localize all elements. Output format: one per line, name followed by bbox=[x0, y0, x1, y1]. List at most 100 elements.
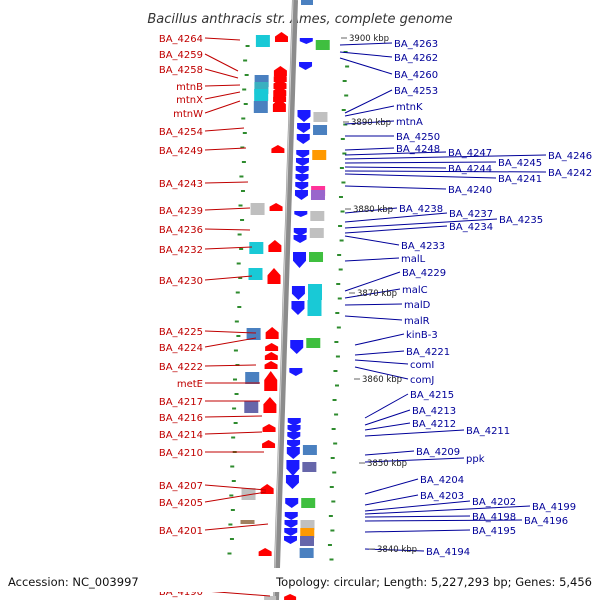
gene-label-right[interactable]: BA_4221 bbox=[406, 347, 450, 358]
connector-line-right bbox=[364, 515, 471, 518]
gene-label-left[interactable]: mtnX bbox=[176, 95, 203, 106]
reverse-gene-arrow bbox=[295, 166, 309, 174]
gene-label-right[interactable]: BA_4242 bbox=[548, 168, 592, 179]
gene-label-left[interactable]: mtnW bbox=[173, 109, 203, 120]
forward-gene-arrow bbox=[265, 343, 279, 351]
gene-label-left[interactable]: BA_4222 bbox=[159, 362, 203, 373]
gene-label-left[interactable]: metE bbox=[177, 379, 203, 390]
connector-line-right bbox=[364, 478, 419, 495]
connector-line-right bbox=[344, 207, 398, 214]
gene-label-right[interactable]: BA_4209 bbox=[416, 447, 460, 458]
gene-label-right[interactable]: BA_4262 bbox=[394, 53, 438, 64]
gene-label-right[interactable]: BA_4253 bbox=[394, 86, 438, 97]
gene-label-left[interactable]: BA_4232 bbox=[159, 245, 203, 256]
gene-label-right[interactable]: BA_4234 bbox=[449, 222, 493, 233]
gene-label-right[interactable]: BA_4203 bbox=[420, 491, 464, 502]
gene-label-right[interactable]: BA_4260 bbox=[394, 70, 438, 81]
gene-label-right[interactable]: malR bbox=[404, 316, 430, 327]
forward-gene-arrow bbox=[272, 98, 286, 112]
reverse-gene-arrow bbox=[297, 110, 311, 122]
gene-label-right[interactable]: BA_4233 bbox=[401, 241, 445, 252]
footer-background bbox=[0, 568, 600, 592]
gene-label-left[interactable]: BA_4243 bbox=[159, 179, 203, 190]
connector-line-right bbox=[364, 457, 465, 463]
gene-label-right[interactable]: BA_4196 bbox=[524, 516, 568, 527]
gene-label-right[interactable]: BA_4263 bbox=[394, 39, 438, 50]
gene-label-left[interactable]: mtnB bbox=[176, 82, 203, 93]
tick-mark-left bbox=[237, 306, 242, 308]
gene-label-right[interactable]: BA_4250 bbox=[396, 132, 440, 143]
connector-line-left bbox=[204, 91, 241, 100]
gene-label-left[interactable]: BA_4210 bbox=[159, 448, 203, 459]
gene-label-right[interactable]: BA_4245 bbox=[498, 158, 542, 169]
tick-mark-left bbox=[230, 509, 235, 511]
gene-label-left[interactable]: BA_4207 bbox=[159, 481, 203, 492]
gene-label-right[interactable]: BA_4235 bbox=[499, 215, 543, 226]
gene-label-left[interactable]: BA_4225 bbox=[159, 327, 203, 338]
gene-label-left[interactable]: BA_4249 bbox=[159, 146, 203, 157]
gene-label-right[interactable]: malL bbox=[401, 254, 426, 265]
gene-label-right[interactable]: BA_4195 bbox=[472, 526, 516, 537]
gene-label-left[interactable]: BA_4214 bbox=[159, 430, 203, 441]
gene-box-right bbox=[309, 252, 324, 262]
gene-label-right[interactable]: BA_4247 bbox=[448, 148, 492, 159]
gene-label-left[interactable]: BA_4190 bbox=[159, 587, 203, 598]
gene-label-right[interactable]: malC bbox=[402, 285, 428, 296]
tick-mark-right bbox=[344, 94, 349, 97]
gene-label-left[interactable]: BA_4224 bbox=[159, 343, 203, 354]
gene-label-right[interactable]: BA_4212 bbox=[412, 419, 456, 430]
forward-gene-arrow bbox=[271, 145, 285, 153]
gene-label-left[interactable]: BA_4264 bbox=[159, 34, 203, 45]
gene-label-left[interactable]: BA_4217 bbox=[159, 397, 203, 408]
gene-label-right[interactable]: comJ bbox=[410, 375, 434, 386]
gene-label-right[interactable]: BA_4213 bbox=[412, 406, 456, 417]
gene-label-left[interactable]: BA_4258 bbox=[159, 65, 203, 76]
gene-label-right[interactable]: mtnA bbox=[396, 117, 423, 128]
connector-line-right bbox=[344, 185, 447, 190]
gene-label-right[interactable]: BA_4244 bbox=[448, 164, 492, 175]
gene-label-right[interactable]: BA_4241 bbox=[498, 174, 542, 185]
gene-label-right[interactable]: mtnK bbox=[396, 102, 423, 113]
tick-mark-right bbox=[336, 326, 341, 329]
gene-label-left[interactable]: BA_4236 bbox=[159, 225, 203, 236]
gene-label-right[interactable]: BA_4199 bbox=[532, 502, 576, 513]
gene-label-right[interactable]: BA_4237 bbox=[449, 209, 493, 220]
gene-label-right[interactable]: BA_4215 bbox=[410, 390, 454, 401]
tick-mark-right bbox=[331, 428, 336, 430]
connector-line-left bbox=[204, 246, 253, 250]
forward-gene-arrow bbox=[268, 240, 282, 252]
gene-label-right[interactable]: BA_4229 bbox=[402, 268, 446, 279]
forward-gene-arrow bbox=[284, 594, 297, 600]
gene-label-right[interactable]: comI bbox=[410, 360, 434, 371]
gene-label-right[interactable]: BA_4202 bbox=[472, 497, 516, 508]
gene-label-right[interactable]: kinB-3 bbox=[406, 330, 438, 341]
gene-label-right[interactable]: BA_4198 bbox=[472, 512, 516, 523]
accession-text: Accession: NC_003997 bbox=[8, 575, 139, 589]
connector-line-right bbox=[344, 151, 447, 156]
reverse-gene-arrow bbox=[290, 340, 304, 354]
gene-label-left[interactable]: BA_4205 bbox=[159, 498, 203, 509]
gene-label-right[interactable]: BA_4248 bbox=[396, 144, 440, 155]
tick-mark-left bbox=[242, 132, 247, 134]
gene-label-left[interactable]: BA_4239 bbox=[159, 206, 203, 217]
gene-label-right[interactable]: BA_4240 bbox=[448, 185, 492, 196]
gene-label-left[interactable]: BA_4259 bbox=[159, 50, 203, 61]
reverse-gene-arrow bbox=[293, 228, 307, 236]
gene-label-right[interactable]: BA_4238 bbox=[399, 204, 443, 215]
gene-label-left[interactable]: BA_4216 bbox=[159, 413, 203, 424]
gene-label-right[interactable]: BA_4211 bbox=[466, 426, 510, 437]
gene-box-bottom bbox=[264, 596, 277, 600]
gene-label-left[interactable]: BA_4201 bbox=[159, 526, 203, 537]
gene-label-right[interactable]: BA_4246 bbox=[548, 151, 592, 162]
forward-gene-arrow bbox=[258, 548, 272, 556]
gene-label-right[interactable]: BA_4204 bbox=[420, 475, 464, 486]
gene-label-left[interactable]: BA_4254 bbox=[159, 127, 203, 138]
gene-label-left[interactable]: BA_4230 bbox=[159, 276, 203, 287]
tick-mark-left bbox=[243, 59, 248, 62]
gene-label-right[interactable]: malD bbox=[404, 300, 431, 311]
tick-mark-right bbox=[336, 283, 341, 285]
gene-label-right[interactable]: ppk bbox=[466, 454, 485, 465]
gene-label-right[interactable]: BA_4194 bbox=[426, 547, 470, 558]
tick-mark-right bbox=[332, 471, 337, 474]
